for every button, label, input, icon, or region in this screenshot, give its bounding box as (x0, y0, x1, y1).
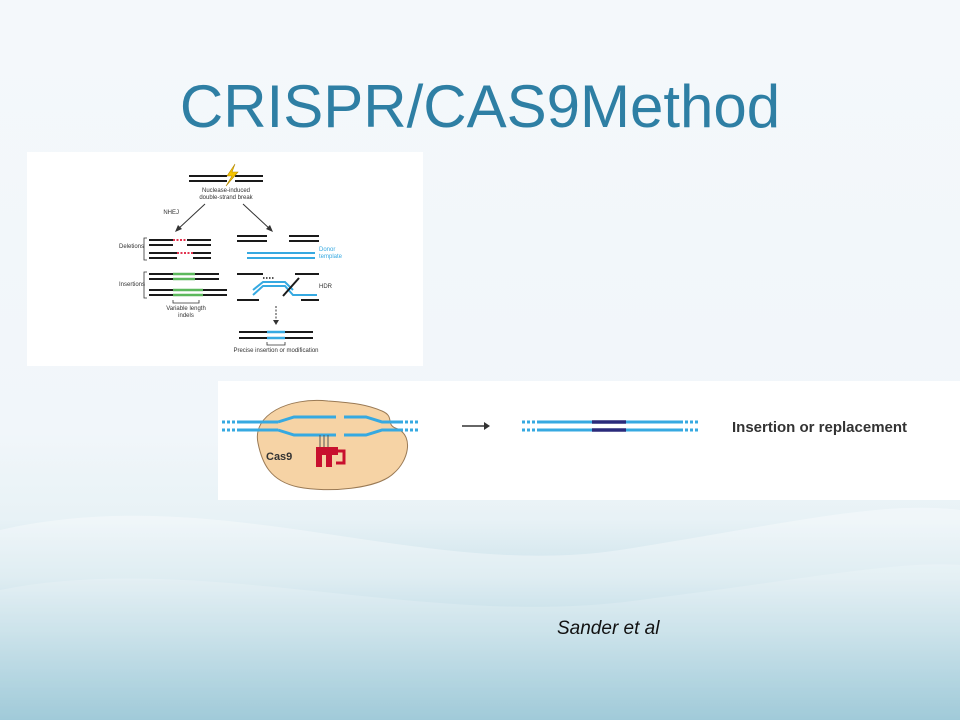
precise-result-dna (239, 330, 313, 346)
dna-right (344, 415, 418, 437)
cas9-insertion-svg: Cas9 Insertion or replacement (222, 399, 907, 491)
variable-label-1: Variable length (166, 306, 206, 312)
donor-label-2: template (319, 254, 343, 260)
deletions-label: Deletions (119, 244, 144, 250)
precise-label: Precise insertion or modification (233, 348, 318, 354)
deletion-strands (149, 239, 211, 259)
lightning-bolt-icon (225, 163, 239, 187)
insertions-label: Insertions (119, 282, 145, 288)
cas9-protein-shape (256, 399, 408, 491)
repair-pathways-diagram: Nuclease-induced double-strand break NHE… (27, 152, 423, 366)
guide-rna-icon (316, 435, 346, 467)
background-wave (0, 507, 960, 720)
variable-label-2: indels (178, 313, 194, 319)
result-dna (522, 420, 698, 432)
result-label: Insertion or replacement (732, 419, 907, 436)
donor-template (247, 252, 315, 259)
arrow-nhej (176, 203, 206, 231)
citation: Sander et al (557, 618, 660, 639)
broken-dna (189, 175, 263, 182)
dna-left (222, 415, 336, 437)
repair-pathways-svg: Nuclease-induced double-strand break NHE… (119, 163, 343, 354)
hdr-broken-dna (237, 235, 319, 242)
arrow-hdr (242, 203, 272, 231)
donor-label-1: Donor (319, 247, 335, 253)
cas9-insertion-diagram: Cas9 Insertion or replacement (218, 381, 960, 500)
hdr-label: HDR (319, 284, 333, 290)
strand-invasion (237, 273, 319, 301)
slide-title: CRISPR/CAS9Method (179, 73, 781, 140)
cas9-label: Cas9 (266, 451, 292, 463)
insertion-strands (149, 272, 227, 297)
break-label-1: Nuclease-induced (202, 188, 250, 194)
nhej-label: NHEJ (163, 210, 179, 216)
break-label-2: double-strand break (199, 195, 253, 201)
